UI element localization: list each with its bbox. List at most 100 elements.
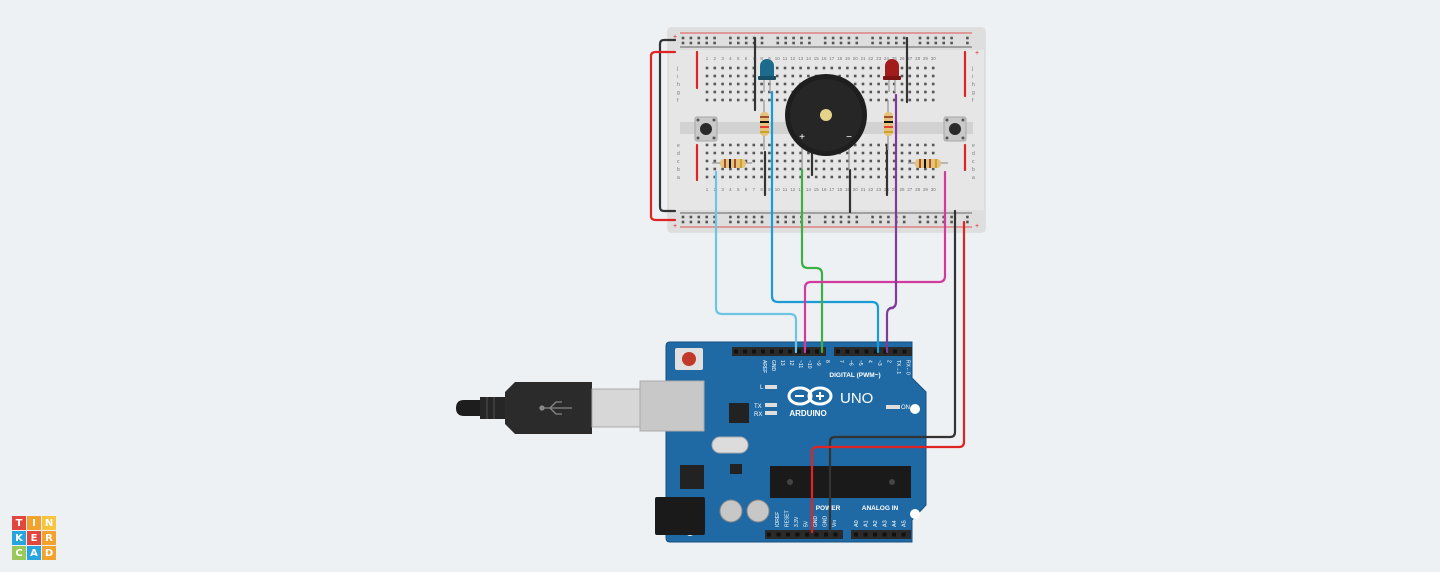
breadboard-hole	[931, 74, 935, 78]
breadboard-hole	[783, 159, 787, 163]
rail-hole	[681, 36, 685, 40]
breadboard-hole	[892, 151, 896, 155]
rail-hole	[744, 220, 748, 224]
header-pin[interactable]	[815, 349, 819, 354]
resistor-horizontal-right[interactable]	[908, 159, 948, 168]
breadboard-hole	[916, 90, 919, 94]
breadboard-hole	[869, 90, 873, 94]
column-number: 12	[790, 56, 796, 61]
breadboard-hole	[924, 90, 927, 94]
header-pin[interactable]	[855, 349, 859, 354]
header-pin[interactable]	[761, 349, 765, 354]
header-pin[interactable]	[892, 532, 896, 537]
header-pin[interactable]	[788, 349, 792, 354]
wire-magenta	[803, 170, 947, 354]
breadboard-hole	[775, 175, 779, 179]
breadboard-hole	[752, 151, 756, 155]
header-pin[interactable]	[854, 532, 858, 537]
digital-pin-headers[interactable]	[732, 347, 912, 356]
header-pin[interactable]	[874, 349, 878, 354]
pushbutton-right[interactable]	[943, 116, 967, 142]
breadboard-hole	[877, 159, 880, 163]
header-pin[interactable]	[795, 532, 800, 537]
header-pin[interactable]	[833, 532, 838, 537]
rail-hole	[713, 220, 716, 224]
resistor-vertical-left[interactable]	[760, 100, 769, 150]
header-pin[interactable]	[743, 349, 747, 354]
column-number: 5	[737, 187, 740, 192]
header-pin[interactable]	[873, 532, 877, 537]
rail-hole	[926, 36, 930, 40]
rail-hole	[879, 36, 882, 40]
rail-hole	[847, 41, 851, 45]
breadboard-hole	[916, 175, 919, 179]
header-pin[interactable]	[883, 349, 888, 354]
power-analog-headers[interactable]	[765, 530, 911, 539]
logo-letter: A	[27, 546, 41, 560]
header-pin[interactable]	[752, 349, 756, 354]
arduino-uno-board[interactable]: L TX RX ON ARDUINO UNO DIGITAL (PWM~) PO…	[639, 341, 927, 543]
header-pin[interactable]	[734, 349, 738, 354]
header-pin[interactable]	[805, 532, 809, 537]
tinkercad-logo[interactable]: T I N K E R C A D	[12, 516, 56, 560]
header-pin[interactable]	[836, 349, 840, 354]
header-pin[interactable]	[845, 349, 850, 354]
header-pin[interactable]	[902, 349, 907, 354]
breadboard-hole	[877, 167, 880, 171]
header-pin[interactable]	[814, 532, 819, 537]
breadboard-hole	[916, 74, 919, 78]
breadboard-hole	[931, 175, 935, 179]
header-pin[interactable]	[767, 532, 771, 537]
reset-button[interactable]	[682, 352, 696, 366]
header-pin[interactable]	[797, 349, 801, 354]
rail-hole	[823, 220, 827, 224]
digital-pin-label: ~5	[857, 360, 863, 366]
header-pin[interactable]	[864, 349, 869, 354]
header-pin[interactable]	[786, 532, 790, 537]
breadboard-hole	[705, 167, 709, 171]
breadboard-hole	[799, 167, 802, 171]
header-pin[interactable]	[824, 532, 828, 537]
breadboard-hole	[729, 175, 732, 179]
header-pin[interactable]	[770, 349, 774, 354]
breadboard-hole	[729, 167, 732, 171]
digital-header-label: DIGITAL (PWM~)	[829, 372, 880, 379]
breadboard-jumpers[interactable]	[695, 36, 967, 214]
header-pin[interactable]	[776, 532, 781, 537]
led-red[interactable]	[883, 59, 901, 92]
wires[interactable]	[649, 38, 966, 534]
breadboard-hole	[744, 66, 748, 70]
breadboard-hole	[744, 90, 748, 94]
resistor-horizontal-left[interactable]	[712, 159, 752, 168]
resistor-vertical-right[interactable]	[884, 100, 893, 150]
breadboard-hole	[768, 167, 771, 171]
power-pin-label: GND	[813, 516, 819, 528]
row-letter: e	[677, 143, 680, 149]
header-pin[interactable]	[806, 349, 810, 354]
usb-cable[interactable]	[456, 382, 641, 434]
rail-hole	[697, 220, 701, 224]
column-number: 23	[876, 187, 882, 192]
rail-hole	[831, 215, 835, 219]
piezo-buzzer[interactable]: + −	[785, 74, 867, 170]
header-pin[interactable]	[863, 532, 868, 537]
header-pin[interactable]	[779, 349, 783, 354]
breadboard-hole	[705, 90, 709, 94]
wire-purple	[885, 93, 898, 354]
header-pin[interactable]	[901, 532, 906, 537]
led-blue[interactable]	[758, 59, 776, 92]
breadboard-hole	[931, 143, 935, 147]
breadboard-hole	[869, 82, 873, 86]
header-pin[interactable]	[893, 349, 897, 354]
breadboard-hole	[760, 167, 763, 171]
breadboard-hole	[705, 74, 709, 78]
header-pin[interactable]	[882, 532, 887, 537]
rail-hole	[792, 36, 795, 40]
row-letter: b	[677, 167, 680, 173]
breadboard-hole	[892, 167, 896, 171]
column-number: 11	[783, 187, 788, 192]
column-number: 30	[931, 56, 937, 61]
power-header-label: POWER	[816, 505, 841, 512]
pushbutton-left[interactable]	[694, 116, 718, 142]
